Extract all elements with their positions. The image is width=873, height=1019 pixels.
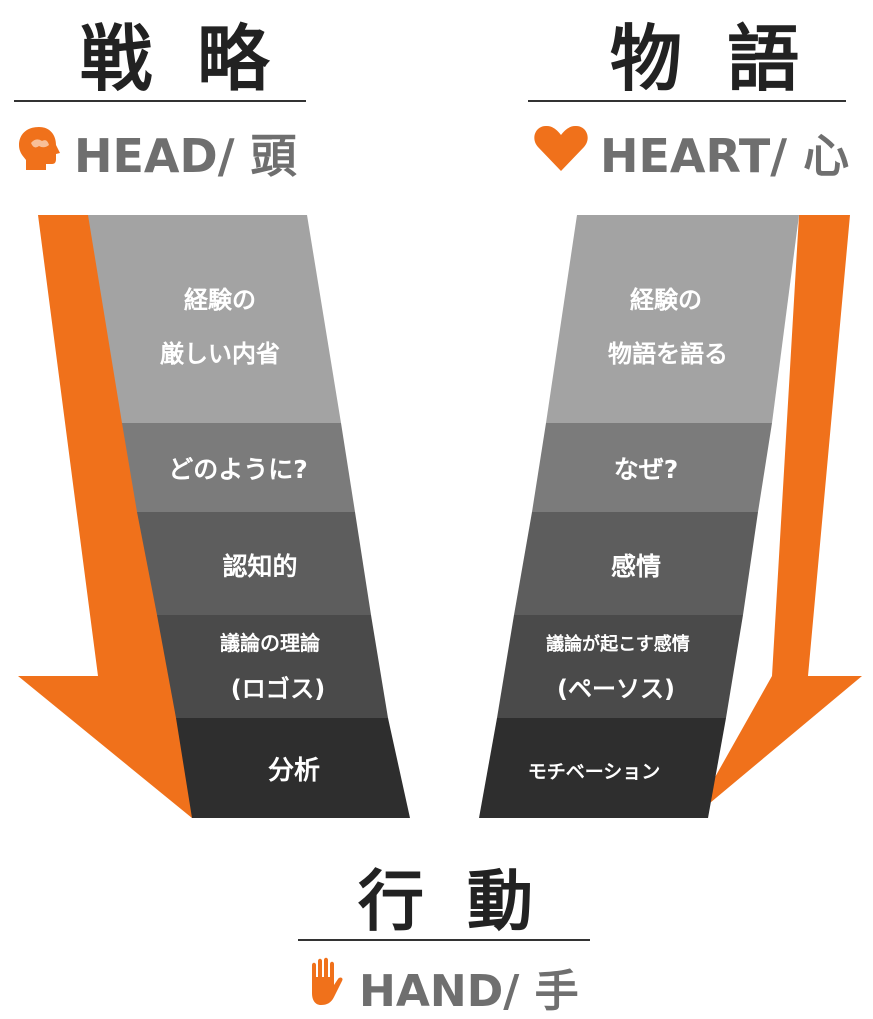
- right-band-4-line-1: 議論が起こす感情: [546, 633, 690, 655]
- left-band-1: [88, 215, 341, 423]
- right-band-4-line-2: (ペーソス): [557, 675, 675, 703]
- right-band-1-line-1: 経験の: [630, 286, 702, 314]
- right-title-rule: [528, 100, 846, 102]
- heart-icon: [532, 123, 590, 184]
- right-band-2-label: なぜ?: [614, 455, 679, 484]
- left-band-5: [176, 718, 410, 818]
- left-title-rule: [14, 100, 306, 102]
- right-subtitle: HEART/ 心: [532, 120, 849, 186]
- left-band-4-line-2: (ロゴス): [231, 675, 325, 703]
- left-band-1-line-2: 厳しい内省: [160, 340, 280, 368]
- right-subtitle-text: HEART/ 心: [600, 129, 850, 183]
- right-band-1-line-2: 物語を語る: [608, 340, 728, 368]
- left-band-3-label: 認知的: [222, 552, 297, 581]
- hand-icon: [303, 957, 349, 1018]
- left-band-4-line-1: 議論の理論: [220, 631, 321, 655]
- left-band-3: [137, 512, 371, 615]
- left-band-4: [157, 615, 388, 718]
- left-subtitle-text: HEAD/ 頭: [74, 129, 297, 183]
- bottom-subtitle: HAND/ 手: [303, 955, 579, 1019]
- right-band-3-label: 感情: [611, 552, 661, 581]
- right-band-3: [514, 512, 758, 615]
- bottom-title-rule: [298, 939, 590, 941]
- left-band-2: [122, 423, 355, 512]
- left-band-2-label: どのように?: [168, 455, 308, 484]
- right-band-1: [546, 215, 799, 423]
- left-band-1-line-1: 経験の: [184, 286, 256, 314]
- bottom-subtitle-text: HAND/ 手: [359, 966, 579, 1017]
- right-orange-arrow: [692, 215, 862, 818]
- right-band-5: [479, 718, 726, 818]
- bottom-title: 行 動: [358, 863, 543, 940]
- right-band-4: [497, 615, 743, 718]
- left-title: 戦 略: [80, 17, 280, 101]
- left-band-5-label: 分析: [268, 756, 320, 786]
- right-band-2: [532, 423, 772, 512]
- head-icon: [14, 123, 64, 184]
- right-title: 物 語: [610, 17, 810, 101]
- left-subtitle: HEAD/ 頭: [14, 120, 297, 186]
- right-band-5-label: モチベーション: [528, 761, 661, 783]
